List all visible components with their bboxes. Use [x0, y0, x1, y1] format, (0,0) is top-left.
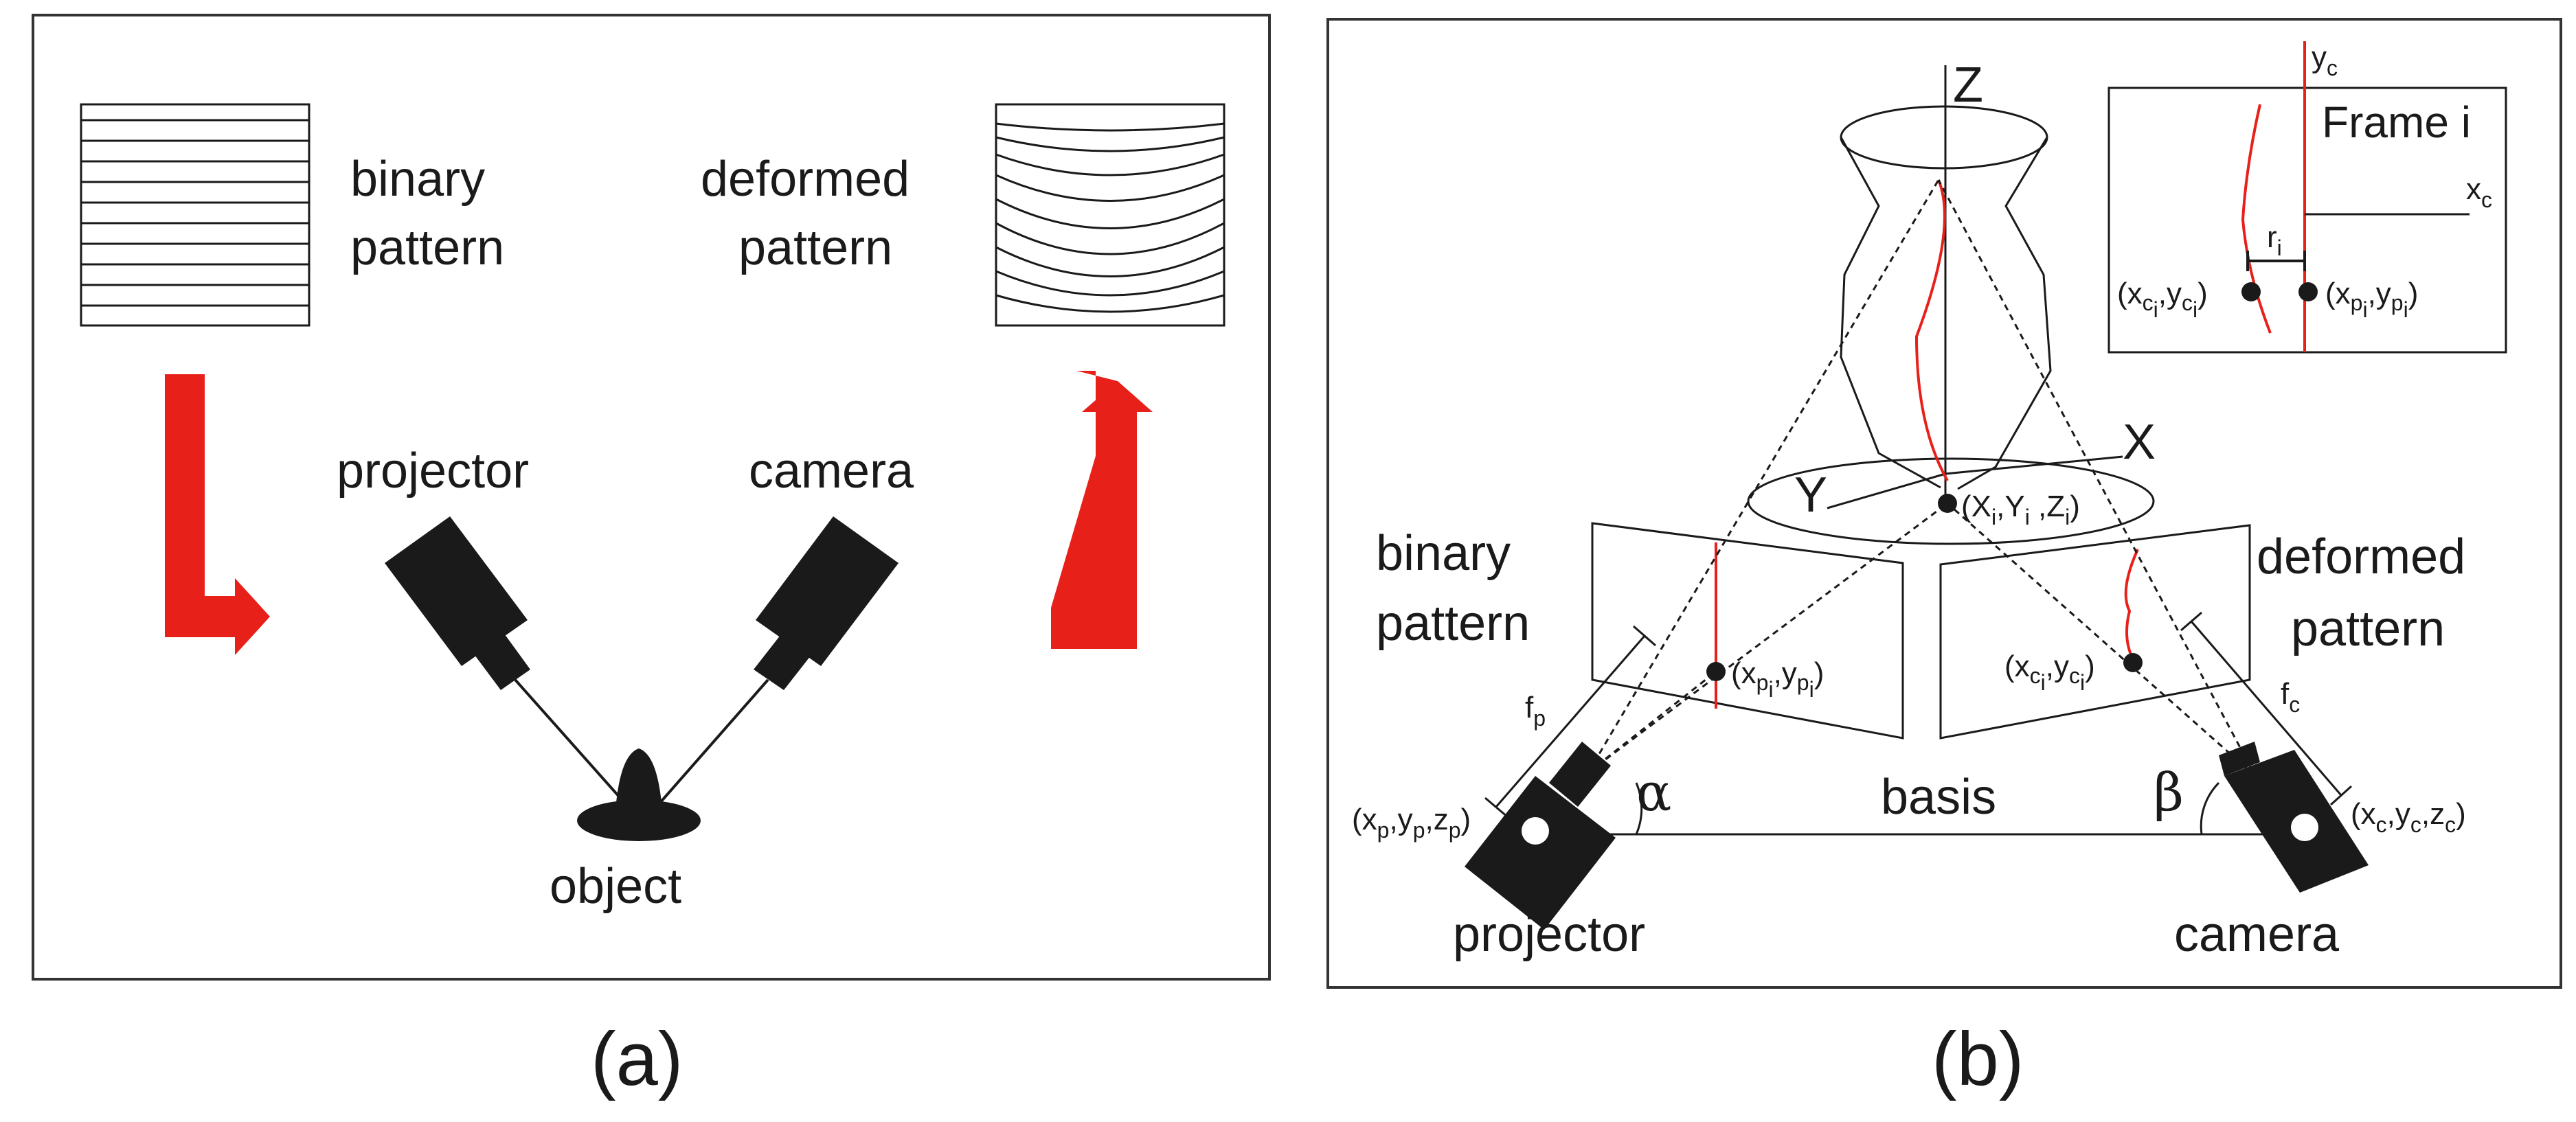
- projector-device-b: [1465, 742, 1616, 930]
- projector-coords-label: (xp,yp,zp): [1352, 803, 1471, 843]
- focal-projector-label: fp: [1525, 691, 1546, 731]
- object-shape: [577, 748, 701, 841]
- panel-a: binary pattern deformed pattern projecto…: [32, 14, 1271, 1101]
- deformed-label-line2: pattern: [738, 220, 892, 275]
- vase-profile-line: [1914, 179, 1949, 481]
- binary-label-b-line1: binary: [1376, 526, 1511, 581]
- binary-label-b-line2: pattern: [1376, 596, 1530, 651]
- camera-device-b: [2219, 742, 2369, 893]
- object-point-label: (Xi,Yi ,Zi): [1961, 490, 2080, 529]
- alpha-label: α: [1636, 762, 1671, 823]
- deformed-label-b-line1: deformed: [2257, 529, 2465, 584]
- projection-rays: [1587, 179, 2257, 777]
- camera-device: [658, 516, 899, 805]
- deformed-pattern-image: [995, 103, 1225, 327]
- projector-image-plane: [1591, 522, 1904, 740]
- projector-label-b: projector: [1453, 907, 1645, 962]
- alpha-arc: [1635, 782, 1643, 835]
- basis-label: basis: [1881, 770, 1996, 825]
- beta-label: β: [2154, 762, 2184, 823]
- focal-bracket-projector: [1484, 625, 1656, 818]
- camera-plane-point: [2123, 653, 2143, 672]
- inset-yc-label: yc: [2312, 41, 2338, 80]
- beta-arc: [2200, 781, 2220, 835]
- caption-a: (a): [591, 1017, 683, 1101]
- focal-camera-label: fc: [2281, 677, 2300, 717]
- inset-title: Frame i: [2322, 98, 2471, 147]
- panel-b: Z X Y (Xi,Yi ,Zi) (xpi,ypi) (xci,yci) bi…: [1326, 18, 2562, 1101]
- object-label: object: [550, 859, 681, 914]
- panel-a-frame: [32, 14, 1271, 981]
- projector-label: projector: [337, 444, 529, 499]
- camera-label: camera: [749, 444, 914, 499]
- camera-label-b: camera: [2174, 907, 2340, 962]
- camera-stripe: [2124, 549, 2139, 660]
- axis-z-label: Z: [1953, 58, 1983, 113]
- deformed-label-line1: deformed: [701, 152, 909, 207]
- arrow-up: [1051, 371, 1153, 649]
- binary-pattern-image: [80, 103, 310, 327]
- axis-y-label: Y: [1794, 468, 1827, 523]
- caption-b: (b): [1932, 1017, 2024, 1101]
- focal-bracket-camera: [2180, 611, 2353, 806]
- vase-object: [1747, 105, 2155, 545]
- deformed-label-b-line2: pattern: [2291, 602, 2445, 656]
- inset-point-c: [2241, 282, 2261, 301]
- camera-image-plane: [1939, 524, 2251, 740]
- inset-point-p: [2298, 282, 2318, 301]
- camera-coords-label: (xc,yc,zc): [2351, 797, 2466, 837]
- binary-label-line1: binary: [350, 152, 485, 207]
- frame-inset: [2108, 41, 2507, 354]
- axis-x-label: X: [2123, 415, 2156, 470]
- projector-device: [385, 516, 626, 805]
- arrow-down-right: [165, 374, 270, 655]
- binary-label-line2: pattern: [350, 220, 504, 275]
- panel-b-frame: [1326, 18, 2562, 989]
